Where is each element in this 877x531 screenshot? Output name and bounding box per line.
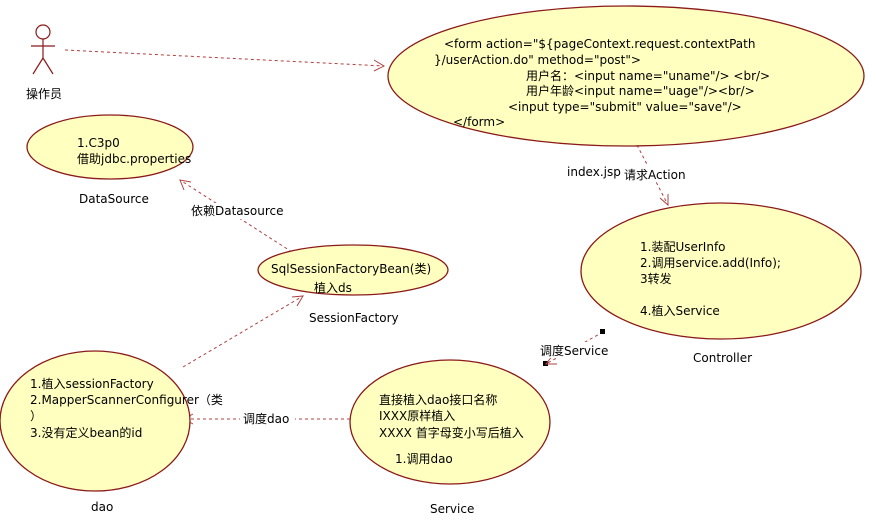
controller-ellipse[interactable] — [580, 202, 862, 340]
edge-controller-service-handle-start[interactable] — [600, 329, 605, 334]
edge-label-request-action: 请求Action — [624, 168, 686, 182]
dao-line-1: 1.植入sessionFactory — [30, 376, 154, 391]
sessionfactory-line-1: SqlSessionFactoryBean(类) — [271, 262, 431, 276]
dao-line-2: 2.MapperScannerConfigurer（类 — [30, 393, 223, 407]
sessionfactory-ellipse[interactable] — [257, 244, 449, 296]
sessionfactory-caption: SessionFactory — [309, 311, 399, 325]
actor-label: 操作员 — [26, 86, 62, 101]
dao-caption: dao — [91, 500, 113, 514]
edge-form-controller-arrow — [659, 194, 669, 207]
node-form[interactable]: <form action="${pageContext.request.cont… — [387, 5, 865, 179]
service-caption: Service — [430, 502, 474, 516]
edge-label-call-dao: 调度dao — [243, 411, 289, 426]
datasource-caption: DataSource — [79, 192, 149, 206]
edge-label-bg-request — [622, 166, 692, 182]
dao-line-4: 3.没有定义bean的id — [30, 425, 142, 440]
sessionfactory-line-2: 植入ds — [314, 280, 352, 295]
node-controller[interactable]: 1.装配UserInfo 2.调用service.add(Info); 3转发 … — [580, 202, 862, 365]
edge-sessionfactory-datasource-arrow — [179, 179, 192, 191]
dao-ellipse[interactable] — [0, 350, 191, 492]
controller-line-3: 3转发 — [640, 271, 672, 286]
edge-label-call-service: 调度Service — [540, 343, 608, 358]
actor-head — [35, 24, 51, 40]
form-ellipse[interactable] — [387, 5, 865, 147]
node-service[interactable]: 直接植入dao接口名称 IXXX原样植入 XXXX 首字母变小写后植入 1.调用… — [349, 359, 551, 516]
service-line-5: 1.调用dao — [395, 452, 453, 466]
service-line-1: 直接植入dao接口名称 — [379, 392, 497, 407]
edge-label-bg-datasource — [188, 203, 286, 219]
controller-caption: Controller — [693, 351, 752, 365]
node-sessionfactory[interactable]: SqlSessionFactoryBean(类) 植入ds SessionFac… — [257, 244, 449, 325]
service-ellipse[interactable] — [349, 359, 551, 485]
edge-controller-service-handle-end[interactable] — [543, 361, 548, 366]
controller-line-5: 4.植入Service — [640, 303, 720, 318]
form-caption: index.jsp — [567, 165, 621, 179]
edge-actor-form — [64, 49, 385, 67]
dao-line-3: ） — [30, 409, 42, 423]
node-dao[interactable]: 1.植入sessionFactory 2.MapperScannerConfig… — [0, 350, 223, 514]
service-line-3: XXXX 首字母变小写后植入 — [379, 425, 524, 440]
datasource-ellipse[interactable] — [26, 114, 194, 180]
controller-line-2: 2.调用service.add(Info); — [640, 256, 781, 270]
service-line-2: IXXX原样植入 — [379, 408, 455, 423]
form-line-3: 用户名：<input name="uname"/> <br/> — [526, 68, 770, 83]
edge-dao-sessionfactory-arrow — [291, 295, 304, 307]
edge-label-bg-dao — [240, 410, 295, 426]
form-line-5: <input type="submit" value="save"/> — [508, 100, 742, 114]
form-line-2: }/userAction.do" method="post"> — [434, 53, 641, 67]
edge-label-depends-datasource: 依赖Datasource — [191, 203, 284, 218]
actor-operator: 操作员 — [26, 24, 62, 101]
form-line-1: <form action="${pageContext.request.cont… — [444, 37, 755, 51]
form-line-6: </form> — [453, 115, 505, 129]
node-datasource[interactable]: 1.C3p0 借助jdbc.properties DataSource — [26, 114, 194, 206]
form-line-4: 用户年龄<input name="uage"/><br/> — [526, 83, 755, 98]
edge-label-bg-service — [538, 342, 612, 358]
edge-actor-form-arrow — [373, 59, 386, 72]
actor-leg-right — [42, 57, 54, 75]
controller-line-1: 1.装配UserInfo — [640, 240, 726, 254]
actor-leg-left — [32, 57, 44, 75]
datasource-line-1: 1.C3p0 — [77, 136, 120, 150]
datasource-line-2: 借助jdbc.properties — [77, 152, 191, 166]
edge-dao-sessionfactory — [182, 295, 304, 368]
edge-form-controller — [636, 144, 669, 206]
